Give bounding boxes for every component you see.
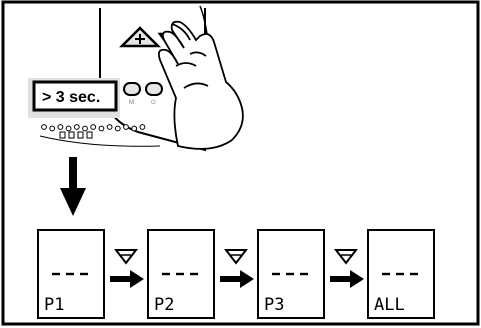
power-button-caption: ⏻ — [151, 99, 156, 106]
lcd-program-code: P1 — [44, 295, 64, 315]
hold-duration-callout: > 3 sec. — [28, 78, 120, 118]
led-dot — [82, 125, 88, 132]
hand-illustration — [157, 20, 244, 150]
led-dot — [73, 124, 80, 130]
led-dot — [123, 124, 129, 130]
led-segment — [68, 131, 75, 139]
led-segment — [86, 131, 93, 139]
plus-button[interactable] — [118, 26, 162, 48]
lcd-panel-frame — [367, 229, 435, 319]
lcd-panel: P3 — [257, 229, 325, 319]
led-dot — [114, 125, 121, 132]
led-dot — [90, 124, 97, 130]
minus-button-icon — [333, 249, 359, 265]
lcd-program-code: ALL — [374, 295, 405, 315]
led-dot — [139, 124, 146, 130]
minus-button-icon — [113, 249, 139, 265]
lcd-panel: ALL — [367, 229, 435, 319]
step-indicator — [330, 249, 364, 288]
minus-button-icon — [223, 249, 249, 265]
program-sequence: P1 P2 P3 ALL — [37, 229, 435, 319]
led-dot — [131, 125, 138, 132]
arrow-right-icon — [110, 270, 144, 288]
hold-duration-label: > 3 sec. — [42, 89, 100, 106]
led-segment — [59, 131, 66, 139]
mode-button[interactable]: M — [123, 82, 141, 106]
led-dot — [106, 124, 113, 130]
step-indicator — [220, 249, 254, 288]
arrow-head — [240, 270, 254, 288]
led-dot — [98, 125, 105, 132]
led-dot — [49, 125, 56, 132]
lcd-panel: P2 — [147, 229, 215, 319]
led-strip — [39, 124, 161, 147]
arrow-shaft — [220, 276, 242, 282]
led-dot — [57, 124, 64, 130]
arrow-head — [350, 270, 364, 288]
arrow-head — [130, 270, 144, 288]
arrow-right-icon — [220, 270, 254, 288]
arrow-right-icon — [330, 270, 364, 288]
lcd-program-code: P3 — [264, 295, 284, 315]
plus-icon — [135, 34, 145, 44]
arrow-shaft — [110, 276, 132, 282]
arrow-down-icon — [60, 157, 86, 216]
led-dot — [65, 125, 72, 132]
lcd-program-code: P2 — [154, 295, 174, 315]
arrow-shaft — [330, 276, 352, 282]
step-indicator — [110, 249, 144, 288]
led-segment — [77, 131, 84, 139]
led-dot — [41, 124, 47, 130]
power-button[interactable]: ⏻ — [145, 82, 163, 106]
mode-button-caption: M — [129, 100, 134, 106]
lcd-panel: P1 — [37, 229, 105, 319]
